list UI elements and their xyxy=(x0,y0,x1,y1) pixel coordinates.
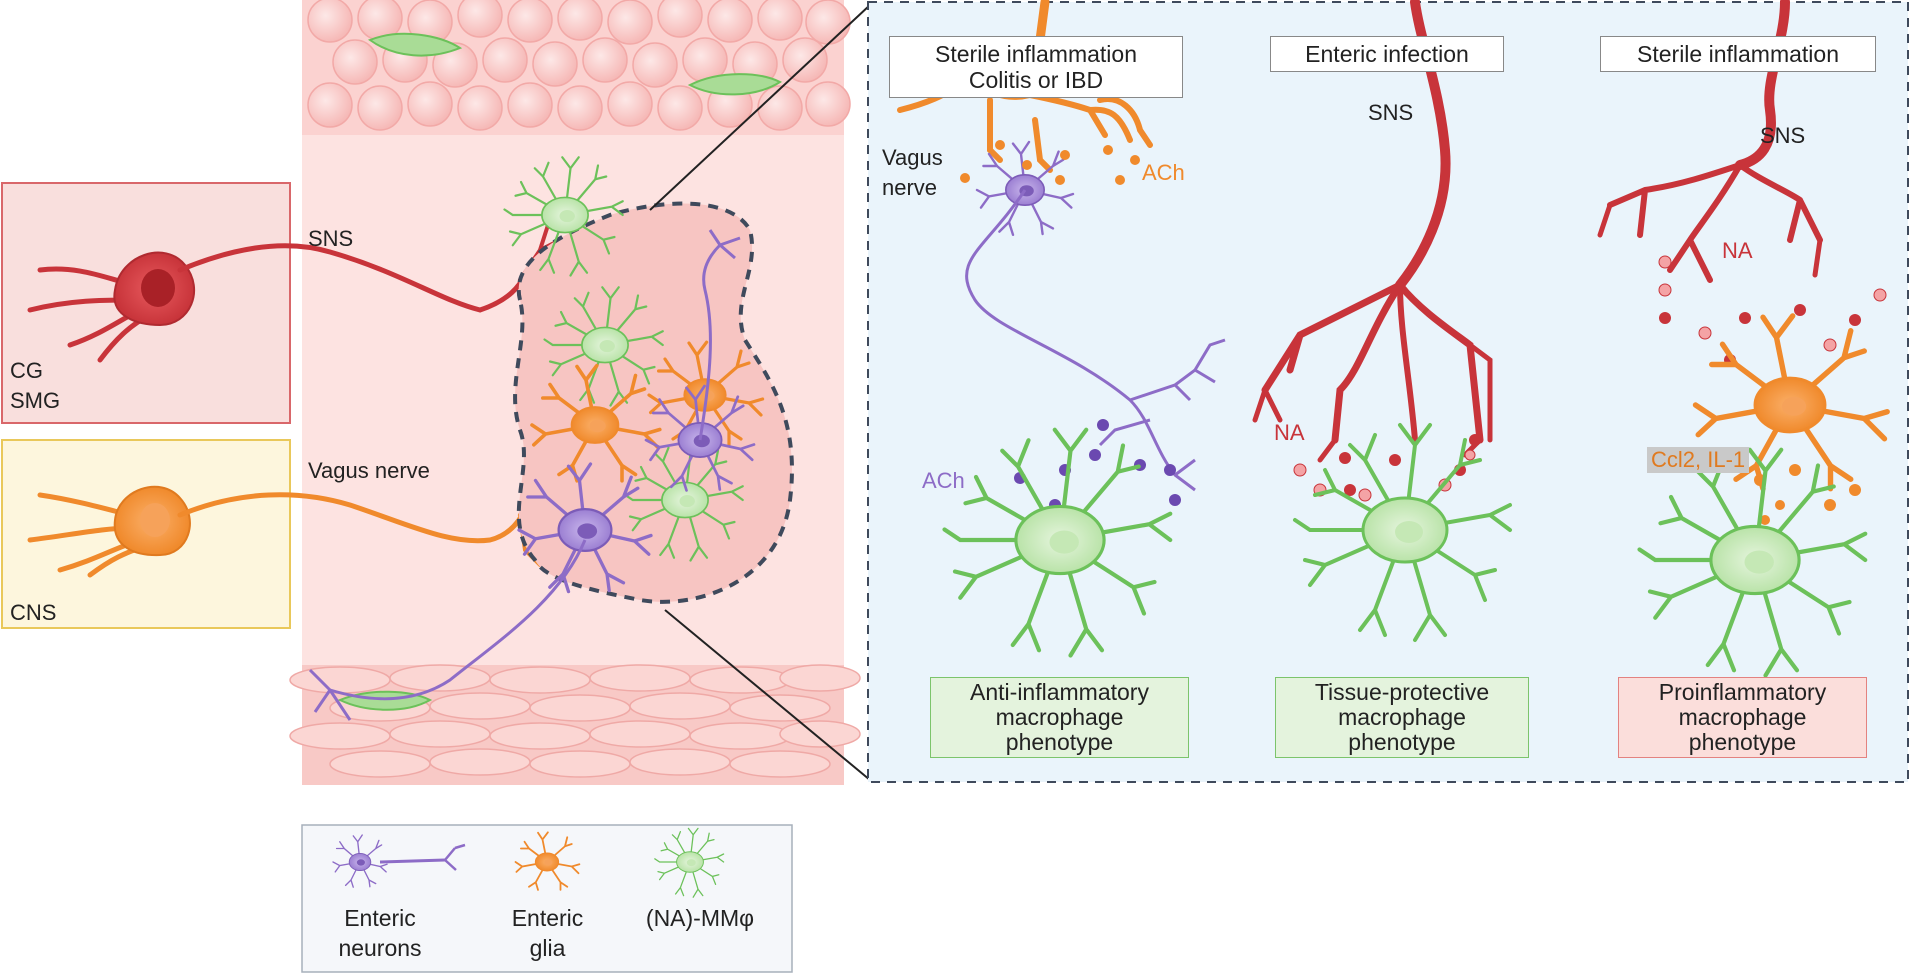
panel1-ach-bottom: ACh xyxy=(922,468,965,493)
vagus-nerve-label: Vagus nerve xyxy=(308,458,430,483)
panel1-vagus-label-line1: Vagus xyxy=(882,145,943,170)
panel3-cytokine-label: Ccl2, IL-1 xyxy=(1647,447,1750,473)
panel2-title: Enteric infection xyxy=(1270,36,1504,72)
smg-label: SMG xyxy=(10,388,61,413)
cg-label: CG xyxy=(10,358,43,383)
epithelial-layer xyxy=(302,0,851,135)
sns-nerve-label: SNS xyxy=(308,226,354,251)
panel3-na-label: NA xyxy=(1722,238,1753,263)
panel1-ach-top: ACh xyxy=(1142,160,1185,185)
cns-label: CNS xyxy=(10,600,57,625)
vagus-axon xyxy=(177,492,528,544)
panel2-na-label: NA xyxy=(1274,420,1305,445)
panel3-title: Sterile inflammation xyxy=(1600,36,1876,72)
legend-macrophages: (NA)-MMφ xyxy=(645,905,755,931)
panel2-sns-terminal xyxy=(1252,0,1493,463)
muscle-layer xyxy=(289,664,861,785)
enteric-neuron-icon xyxy=(332,834,466,888)
panel1-vagus-label-line2: nerve xyxy=(882,175,938,200)
panel3-sns-terminal xyxy=(1597,0,1823,283)
detail-panel xyxy=(867,1,1909,783)
vagus-neuron-cell-body xyxy=(27,485,191,578)
panel3-sns-label: SNS xyxy=(1760,123,1806,148)
panel1-title: Sterile inflammation Colitis or IBD xyxy=(889,36,1183,98)
legend-box xyxy=(301,824,793,973)
sns-axon xyxy=(177,243,528,313)
sns-neuron-cell-body xyxy=(27,251,195,363)
panel2-sns-label: SNS xyxy=(1368,100,1414,125)
